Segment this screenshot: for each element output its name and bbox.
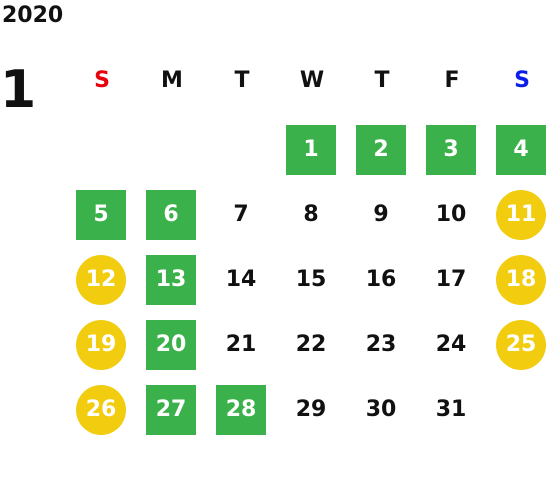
day-cell-17[interactable]: 17 bbox=[435, 267, 467, 292]
day-cell-12[interactable]: 12 bbox=[76, 255, 126, 305]
weekday-header-wed: W bbox=[299, 68, 325, 93]
day-cell-15[interactable]: 15 bbox=[295, 267, 327, 292]
day-cell-2[interactable]: 2 bbox=[356, 125, 406, 175]
day-cell-3[interactable]: 3 bbox=[426, 125, 476, 175]
day-cell-5[interactable]: 5 bbox=[76, 190, 126, 240]
day-cell-31[interactable]: 31 bbox=[435, 397, 467, 422]
day-cell-30[interactable]: 30 bbox=[365, 397, 397, 422]
day-cell-6[interactable]: 6 bbox=[146, 190, 196, 240]
day-cell-9[interactable]: 9 bbox=[373, 202, 389, 227]
day-cell-1[interactable]: 1 bbox=[286, 125, 336, 175]
day-cell-11[interactable]: 11 bbox=[496, 190, 546, 240]
day-cell-24[interactable]: 24 bbox=[435, 332, 467, 357]
day-cell-16[interactable]: 16 bbox=[365, 267, 397, 292]
year-label: 2020 bbox=[2, 3, 64, 28]
weekday-header-sun: S bbox=[94, 68, 110, 93]
month-number: 1 bbox=[0, 60, 37, 120]
day-cell-7[interactable]: 7 bbox=[233, 202, 249, 227]
weekday-header-thu: T bbox=[374, 68, 390, 93]
day-cell-8[interactable]: 8 bbox=[303, 202, 319, 227]
day-cell-19[interactable]: 19 bbox=[76, 320, 126, 370]
weekday-header-sat: S bbox=[514, 68, 530, 93]
day-cell-25[interactable]: 25 bbox=[496, 320, 546, 370]
day-cell-20[interactable]: 20 bbox=[146, 320, 196, 370]
day-cell-13[interactable]: 13 bbox=[146, 255, 196, 305]
day-cell-10[interactable]: 10 bbox=[435, 202, 467, 227]
weekday-header-tue: T bbox=[234, 68, 250, 93]
weekday-header-mon: M bbox=[161, 68, 183, 93]
day-cell-21[interactable]: 21 bbox=[225, 332, 257, 357]
day-cell-28[interactable]: 28 bbox=[216, 385, 266, 435]
day-cell-27[interactable]: 27 bbox=[146, 385, 196, 435]
day-cell-26[interactable]: 26 bbox=[76, 385, 126, 435]
day-cell-22[interactable]: 22 bbox=[295, 332, 327, 357]
day-cell-23[interactable]: 23 bbox=[365, 332, 397, 357]
weekday-header-fri: F bbox=[444, 68, 460, 93]
day-cell-29[interactable]: 29 bbox=[295, 397, 327, 422]
day-cell-4[interactable]: 4 bbox=[496, 125, 546, 175]
day-cell-18[interactable]: 18 bbox=[496, 255, 546, 305]
day-cell-14[interactable]: 14 bbox=[225, 267, 257, 292]
